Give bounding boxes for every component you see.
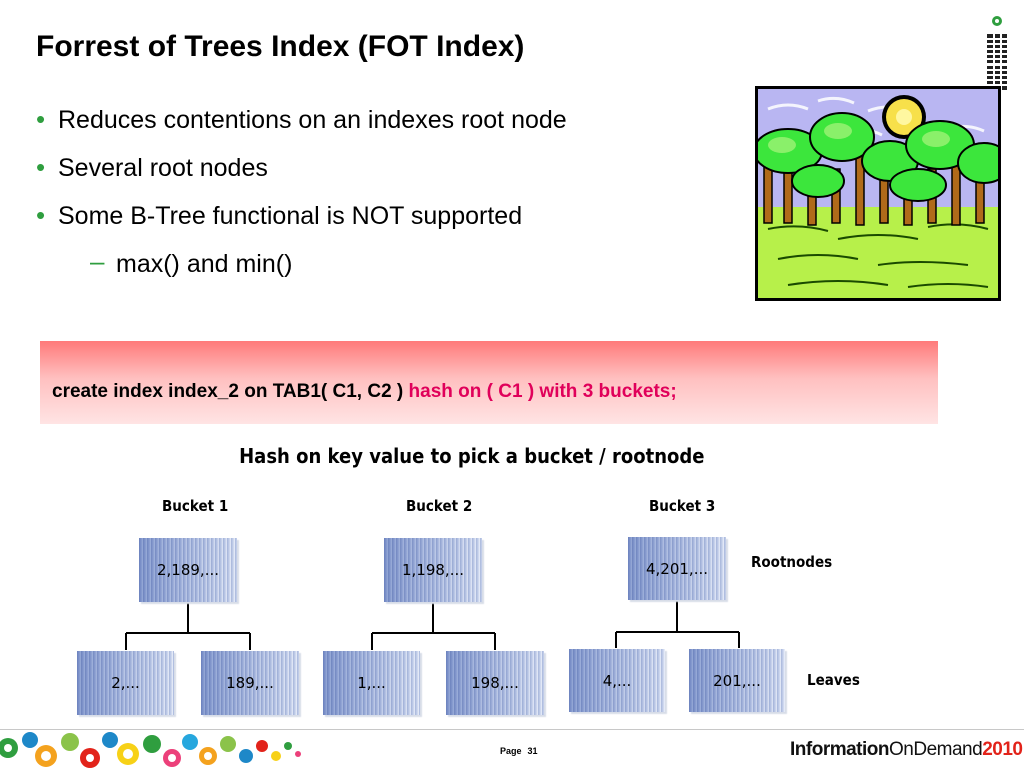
- leaf-node-label: 1,...: [357, 674, 386, 692]
- code-statement-main: create index index_2 on TAB1( C1, C2 ): [52, 381, 409, 402]
- page-label: Page: [500, 746, 522, 756]
- sub-bullet-text: max() and min(): [116, 250, 293, 278]
- forest-clipart-svg: [758, 89, 998, 298]
- ibm-logo-icon: [987, 16, 1007, 90]
- root-node: 1,198,...: [384, 538, 482, 602]
- bullet-item: • Reduces contentions on an indexes root…: [36, 104, 716, 137]
- leaf-node: 2,...: [77, 651, 174, 715]
- page-number-value: 31: [527, 746, 538, 756]
- sub-bullet-marker: –: [90, 246, 105, 276]
- bullet-item: • Several root nodes: [36, 152, 716, 185]
- leaf-node: 198,...: [446, 651, 544, 715]
- leaves-label: Leaves: [807, 671, 860, 689]
- brand-information: Information: [790, 739, 890, 760]
- code-statement-highlight: hash on ( C1 ) with 3 buckets;: [408, 381, 677, 402]
- bullet-text: Reduces contentions on an indexes root n…: [58, 106, 567, 134]
- leaf-node-label: 4,...: [602, 671, 632, 690]
- leaf-node-label: 2,...: [111, 674, 140, 692]
- sub-bullet-item: – max() and min(): [90, 248, 716, 281]
- slide-title: Forrest of Trees Index (FOT Index): [36, 30, 525, 63]
- leaf-node: 4,...: [569, 649, 665, 712]
- code-statement: create index index_2 on TAB1( C1, C2 ) h…: [52, 381, 677, 403]
- brand-demand: Demand: [913, 739, 983, 760]
- page-number: Page 31: [500, 746, 544, 756]
- bullet-list: • Reduces contentions on an indexes root…: [36, 104, 716, 296]
- bullet-marker: •: [36, 152, 46, 182]
- leaf-node: 189,...: [201, 651, 299, 715]
- brand-on: On: [889, 739, 914, 760]
- root-node-label: 4,201,...: [645, 559, 708, 578]
- bullet-marker: •: [36, 104, 46, 134]
- footer-dot-pattern-icon: [0, 732, 301, 768]
- code-statement-box: create index index_2 on TAB1( C1, C2 ) h…: [40, 341, 938, 424]
- root-node-label: 2,189,...: [156, 561, 219, 579]
- bucket-label: Bucket 2: [406, 497, 473, 515]
- bullet-text: Several root nodes: [58, 154, 268, 182]
- leaf-node-label: 198,...: [471, 674, 519, 692]
- footer-divider: [0, 729, 1024, 730]
- leaf-node: 1,...: [323, 651, 420, 715]
- root-node-label: 1,198,...: [401, 561, 464, 579]
- rootnodes-label: Rootnodes: [751, 553, 833, 571]
- root-node: 2,189,...: [139, 538, 237, 602]
- brand-logo: InformationOnDemand2010: [790, 739, 1023, 761]
- bucket-label: Bucket 1: [162, 497, 229, 515]
- leaf-node-label: 201,...: [713, 671, 761, 690]
- brand-year: 2010: [982, 739, 1023, 760]
- root-node: 4,201,...: [628, 537, 726, 600]
- bullet-item: • Some B-Tree functional is NOT supporte…: [36, 200, 716, 233]
- diagram-title: Hash on key value to pick a bucket / roo…: [239, 444, 705, 468]
- leaf-node: 201,...: [689, 649, 785, 712]
- leaf-node-label: 189,...: [226, 674, 274, 692]
- forest-clipart-image: [755, 86, 1001, 301]
- bucket-label: Bucket 3: [649, 497, 716, 515]
- bullet-text: Some B-Tree functional is NOT supported: [58, 202, 523, 230]
- bullet-marker: •: [36, 200, 46, 230]
